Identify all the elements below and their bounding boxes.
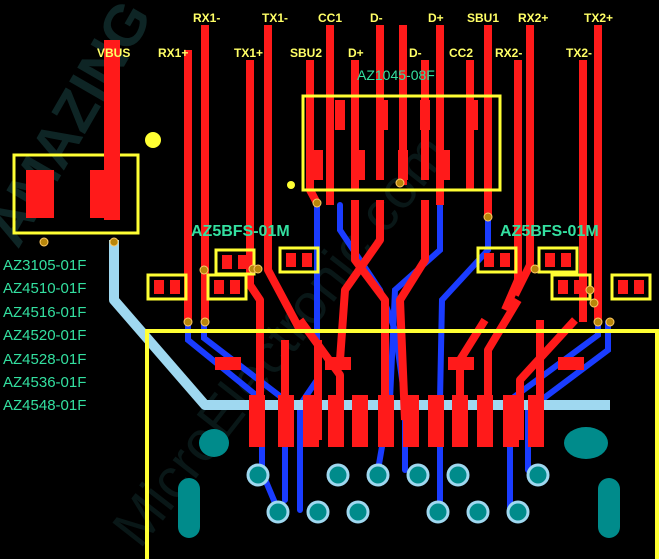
vbus-part-list: AZ3105-01F AZ4510-01F AZ4516-01F AZ4520-… [3,254,86,418]
fiducial-dot [145,132,161,148]
vias [39,178,615,327]
signal-label: RX1- [193,11,220,25]
vbus-tvs-footprint [12,40,140,235]
signal-label: TX2+ [584,11,613,25]
part-number: AZ4516-01F [3,303,87,321]
part-number: AZ4520-01F [3,327,87,345]
through-hole-pads [246,463,550,524]
signal-label: TX1- [262,11,288,25]
ic-az1045-footprint [301,94,502,192]
ic-part-label: AZ1045-08F [357,67,435,83]
signal-label: RX2+ [518,11,548,25]
signal-label: RX2- [495,46,522,60]
part-number: AZ4536-01F [3,374,87,392]
signal-label: D- [370,11,383,25]
part-number: AZ4528-01F [3,350,87,368]
signal-label: SBU1 [467,11,499,25]
signal-label: VBUS [97,46,130,60]
signal-label: CC2 [449,46,473,60]
tvs-small-footprints [146,246,652,301]
tvs-part-label-right: AZ5BFS-01M [500,223,599,240]
part-number: AZ3105-01F [3,257,87,274]
signal-labels-second-row: VBUS RX1+ TX1+ SBU2 D+ D- CC2 RX2- TX2- [97,46,592,60]
mounting-holes [178,427,620,538]
part-number: AZ4548-01F [3,397,87,415]
signal-label: D+ [428,11,444,25]
tvs-part-label-left: AZ5BFS-01M [191,223,290,240]
signal-label: D+ [348,46,364,60]
signal-label: TX2- [566,46,592,60]
signal-label: CC1 [318,11,342,25]
signal-label: TX1+ [234,46,263,60]
pin1-dot [287,181,295,189]
signal-label: D- [409,46,422,60]
tvs-small-pads [154,253,644,294]
signal-label: RX1+ [158,46,188,60]
signal-labels-top-row: RX1- TX1- CC1 D- D+ SBU1 RX2+ TX2+ [193,11,613,25]
connector-smd-pads [215,357,584,447]
part-number: AZ4510-01F [3,280,87,298]
signal-label: SBU2 [290,46,322,60]
usb-c-connector-outline [145,329,659,559]
